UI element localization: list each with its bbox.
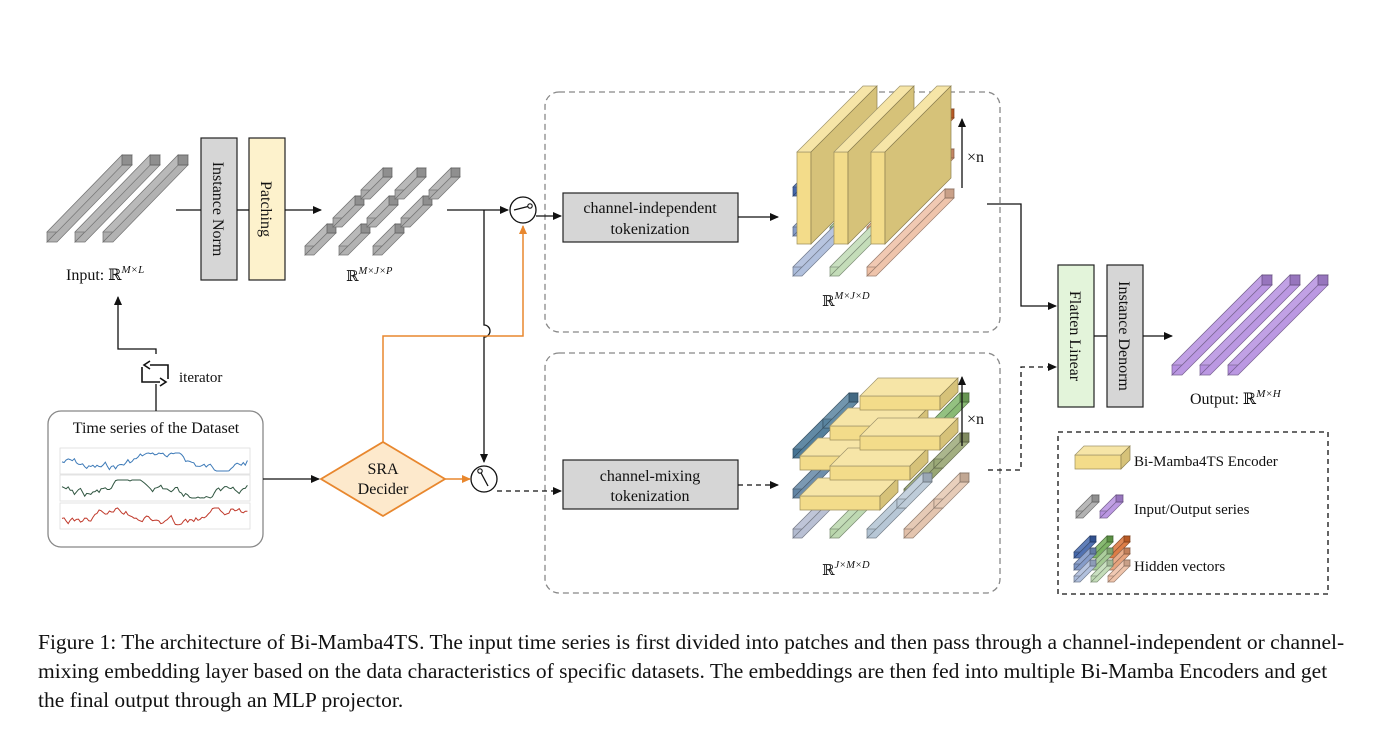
cm-tokenization-label-2: tokenization (610, 488, 689, 505)
cm-to-flatten-arrow (988, 363, 1057, 471)
iterator-icon (139, 360, 171, 387)
figure-caption: Figure 1: The architecture of Bi-Mamba4T… (38, 630, 1345, 712)
ci-tokenization-label-2: tokenization (610, 221, 689, 238)
cm-hidden-b-3-4-end (959, 472, 970, 483)
legend-frame (1057, 431, 1329, 595)
legend-hidden-icon-1-2-end (1106, 535, 1114, 543)
dataset-plot-frame-2 (59, 474, 251, 502)
legend-series-purple-icon-end (1115, 494, 1124, 503)
legend-encoder-icon-side (1120, 445, 1131, 470)
legend-hidden-icon-1-3-end (1123, 535, 1131, 543)
patching-box (248, 137, 286, 281)
cm-encoder-b-3-front (859, 435, 941, 451)
dataset-plot-frame-3 (59, 502, 251, 530)
patching-label: Patching (257, 181, 274, 237)
cm-module-frame (544, 352, 1001, 594)
dataset-series-line-1 (61, 452, 248, 472)
sra-label-2: Decider (358, 481, 409, 498)
output-series (1171, 274, 1329, 376)
legend-hidden-icon-3-1-end (1089, 559, 1097, 567)
sra-control-line-ci (382, 225, 527, 449)
output-prism-3-end (1317, 274, 1329, 286)
cm-encoder-b-3-side (939, 417, 959, 451)
flatten-linear-box (1057, 264, 1095, 408)
cm-tokenization-label-1: channel-mixing (600, 468, 700, 485)
input-label: Input: ℝM×L (66, 264, 144, 284)
ci-tokenization-box (562, 192, 739, 243)
ci-hidden-3-3-end (944, 188, 955, 199)
ci-to-flatten-arrow (987, 203, 1057, 310)
cm-encoder-b-2-front (829, 465, 911, 481)
sra-decider (319, 440, 447, 518)
cm-encoder-b-1-front (799, 495, 881, 511)
legend-series-grey-icon-end (1091, 494, 1100, 503)
legend-hidden-icon-3-2-end (1106, 559, 1114, 567)
instance-norm-label: Instance Norm (209, 162, 226, 257)
legend-encoder-label: Bi-Mamba4TS Encoder (1134, 454, 1278, 470)
patch-1-3-end (382, 167, 393, 178)
cm-hidden-b-3-3-end (922, 472, 933, 483)
iterator-to-input-arrow (114, 296, 157, 354)
cm-hidden-b-1-1-end (848, 392, 859, 403)
patch-series (304, 167, 461, 256)
cm-encoder-a-3-front (859, 395, 941, 411)
input-prism-2-end (149, 154, 161, 166)
ci-encoder-2-front (833, 151, 849, 245)
sra-label-1: SRA (367, 461, 399, 478)
switch-ci-pin (527, 203, 533, 209)
output-label: Output: ℝM×H (1190, 388, 1282, 408)
ci-repeat-label: ×n (967, 149, 984, 166)
input-series (46, 154, 189, 243)
output-prism-1-end (1261, 274, 1273, 286)
switch-cm-pin (477, 468, 483, 474)
instance-norm-box (200, 137, 238, 281)
dataset-plots (59, 447, 251, 530)
cm-repeat-label: ×n (967, 411, 984, 428)
legend-icons (1073, 445, 1131, 583)
patch-shape-label: ℝM×J×P (346, 266, 393, 285)
ci-shape-label: ℝM×J×D (822, 291, 870, 310)
ci-encoder-3-front (870, 151, 886, 245)
legend-hidden-icon-2-1-end (1089, 547, 1097, 555)
switch-ci (509, 196, 537, 224)
ci-encoder-1-front (796, 151, 812, 245)
switch-cm-lever (479, 470, 489, 487)
architecture-diagram: Input: ℝM×L Instance Norm Patching ℝM×J×… (46, 85, 1329, 595)
ci-encoder-3-side (884, 85, 952, 245)
patch-2-3-end (416, 167, 427, 178)
legend-series-label: Input/Output series (1134, 502, 1250, 518)
legend-hidden-icon-1-1-end (1089, 535, 1097, 543)
instance-denorm-label: Instance Denorm (1115, 281, 1132, 391)
branch-down-line (480, 210, 491, 463)
input-prism-3-end (177, 154, 189, 166)
flatten-linear-label: Flatten Linear (1066, 291, 1083, 382)
ci-module-frame (544, 91, 1001, 333)
output-prism-2-end (1289, 274, 1301, 286)
instance-denorm-box (1106, 264, 1144, 408)
dataset-plot-frame-1 (59, 447, 251, 475)
legend-encoder-icon-front (1074, 454, 1122, 470)
patch-3-3-end (450, 167, 461, 178)
dataset-series-line-3 (61, 507, 248, 526)
legend-hidden-label: Hidden vectors (1134, 559, 1225, 575)
legend-encoder-icon-top (1074, 445, 1131, 456)
ci-encoder-stack (792, 85, 955, 277)
dataset-title: Time series of the Dataset (73, 420, 240, 437)
cm-shape-label: ℝJ×M×D (822, 560, 870, 579)
dataset-series-line-2 (61, 479, 248, 499)
ci-tokenization-label-1: channel-independent (583, 200, 717, 217)
iterator-label: iterator (179, 370, 222, 386)
legend-hidden-icon-3-3-end (1123, 559, 1131, 567)
legend-hidden-icon-2-2-end (1106, 547, 1114, 555)
input-prism-1-end (121, 154, 133, 166)
cm-encoder-stack (792, 377, 970, 539)
legend-hidden-icon-2-3-end (1123, 547, 1131, 555)
